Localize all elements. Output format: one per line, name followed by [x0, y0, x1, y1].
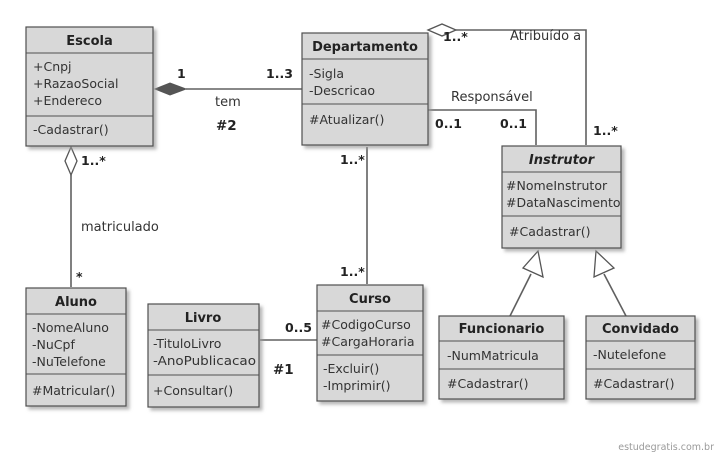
aggregation-diamond-departamento [426, 23, 458, 37]
operation: #Atualizar() [309, 112, 384, 127]
class-instrutor: Instrutor #NomeInstrutor #DataNascimento… [501, 145, 622, 249]
connectors [64, 23, 627, 341]
class-livro: Livro -TituloLivro -AnoPublicacao +Consu… [147, 303, 260, 408]
attribute: -NuCpf [32, 337, 75, 352]
class-aluno: Aluno -NomeAluno -NuCpf -NuTelefone #Mat… [25, 287, 127, 407]
operation: #Cadastrar() [447, 376, 529, 391]
class-name: Departamento [312, 40, 418, 55]
class-name: Curso [349, 292, 391, 307]
attribute: -NuTelefone [32, 354, 106, 369]
operation: #Cadastrar() [509, 224, 591, 239]
association-label-atribuido: Atribuído a [510, 29, 581, 44]
operation: +Consultar() [153, 383, 233, 398]
attribute: #NomeInstrutor [506, 178, 608, 193]
inheritance-arrow-funcionario [521, 249, 544, 279]
generalization-funcionario [509, 273, 532, 317]
association-label-tem: tem [215, 95, 241, 110]
multiplicity-departamento-curso: 1..* [340, 152, 365, 167]
generalization-convidado [603, 273, 627, 317]
class-name: Convidado [602, 322, 679, 337]
association-atribuido [456, 29, 587, 145]
multiplicity-departamento-atribuido: 1..* [443, 29, 468, 44]
class-name: Escola [66, 34, 112, 49]
multiplicity-instrutor-responsavel: 0..1 [500, 116, 527, 131]
class-convidado: Convidado -Nutelefone #Cadastrar() [585, 315, 696, 400]
watermark: estudegratis.com.br [618, 442, 714, 453]
attribute: -AnoPublicacao [153, 353, 256, 368]
attribute: -NumMatricula [447, 348, 539, 363]
attribute: +Endereco [33, 93, 102, 108]
class-curso: Curso #CodigoCurso #CargaHoraria -Exclui… [316, 284, 424, 402]
multiplicity-escola-aluno: 1..* [81, 153, 106, 168]
tag-2: #2 [216, 118, 237, 134]
multiplicity-curso-livro: 0..5 [285, 320, 312, 335]
multiplicity-departamento-responsavel: 0..1 [435, 116, 462, 131]
aggregation-diamond-escola [64, 145, 78, 177]
association-responsavel [428, 109, 537, 145]
multiplicity-aluno: * [76, 269, 83, 284]
attribute: -Sigla [309, 66, 344, 81]
multiplicity-escola: 1 [177, 66, 186, 81]
attribute: +Cnpj [33, 59, 72, 74]
class-name: Livro [185, 311, 222, 326]
class-departamento: Departamento -Sigla -Descricao #Atualiza… [301, 32, 429, 146]
attribute: -NomeAluno [32, 320, 109, 335]
association-label-matriculado: matriculado [81, 220, 159, 235]
attribute: #DataNascimento [506, 195, 621, 210]
attribute: #CodigoCurso [321, 317, 411, 332]
operation: -Cadastrar() [33, 122, 109, 137]
operation: #Cadastrar() [593, 376, 675, 391]
class-name: Aluno [55, 295, 97, 310]
multiplicity-departamento: 1..3 [266, 66, 293, 81]
operation: #Matricular() [32, 383, 115, 398]
attribute: -Descricao [309, 83, 375, 98]
class-escola: Escola +Cnpj +RazaoSocial +Endereco -Cad… [25, 26, 154, 147]
inheritance-arrow-convidado [593, 249, 616, 279]
operation: -Excluir() [323, 361, 379, 376]
attribute: #CargaHoraria [321, 334, 415, 349]
attribute: -TituloLivro [153, 336, 221, 351]
attribute: +RazaoSocial [33, 76, 118, 91]
association-labels: 1 1..3 tem #2 1..* matriculado * 1..* 1.… [76, 29, 618, 378]
tag-1: #1 [273, 362, 294, 378]
attribute: -Nutelefone [593, 347, 667, 362]
class-name: Funcionario [459, 322, 545, 337]
multiplicity-curso: 1..* [340, 264, 365, 279]
operation: -Imprimir() [323, 378, 390, 393]
composition-diamond [153, 82, 188, 96]
association-label-responsavel: Responsável [451, 90, 533, 105]
multiplicity-instrutor-atribuido: 1..* [593, 123, 618, 138]
class-name: Instrutor [529, 153, 596, 168]
class-funcionario: Funcionario -NumMatricula #Cadastrar() [438, 315, 565, 400]
